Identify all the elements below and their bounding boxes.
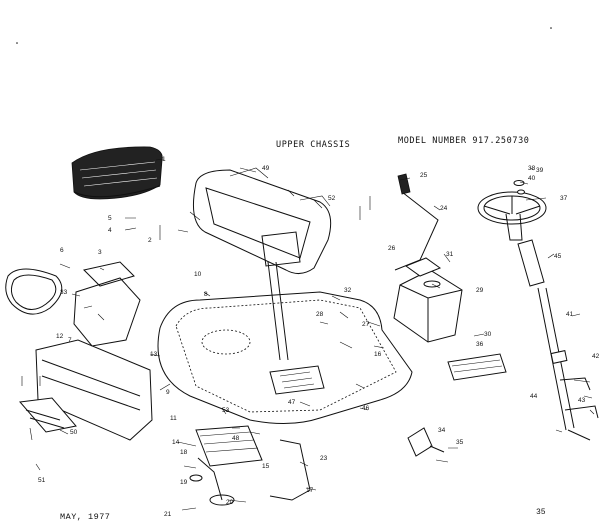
callout-45: 45: [554, 253, 562, 260]
callout-18: 18: [180, 449, 188, 456]
callout-48: 48: [232, 435, 240, 442]
callout-3: 3: [98, 249, 102, 256]
callout-4: 4: [108, 227, 112, 234]
callout-14: 14: [172, 439, 180, 446]
chassis-frame: [157, 291, 413, 425]
bracket: [407, 427, 445, 457]
callout-41: 41: [566, 311, 574, 318]
console-box: [393, 257, 463, 343]
drive-belt: [5, 268, 63, 315]
callout-38: 38: [528, 165, 536, 172]
steering-shaft: [261, 231, 301, 361]
pedal-assembly: [189, 439, 311, 506]
callout-44: 44: [530, 393, 538, 400]
callout-31: 31: [446, 251, 454, 258]
print-date: MAY, 1977: [60, 512, 111, 522]
callout-42: 42: [592, 353, 600, 360]
callout-9: 9: [166, 389, 170, 396]
seat: [71, 146, 163, 200]
dash-shroud: [193, 167, 332, 274]
callout-13: 13: [150, 351, 158, 358]
callout-8: 8: [204, 291, 208, 298]
callout-43: 43: [578, 397, 586, 404]
callout-16: 16: [374, 351, 382, 358]
callout-7: 7: [68, 337, 72, 344]
callout-12: 12: [56, 333, 64, 340]
callout-33: 33: [60, 289, 68, 296]
diagram-title: UPPER CHASSIS: [276, 140, 351, 150]
callout-52: 52: [328, 195, 336, 202]
page-number: 35: [536, 508, 546, 517]
callout-51: 51: [38, 477, 46, 484]
callout-36: 36: [476, 341, 484, 348]
callout-19: 19: [180, 479, 188, 486]
callout-32: 32: [344, 287, 352, 294]
model-number: MODEL NUMBER 917.250730: [398, 136, 530, 146]
callout-10: 10: [194, 271, 202, 278]
callout-labels: 1 2 3 4 5 6 7 8 9 10 11 12 13 14 15 16 1…: [38, 156, 600, 518]
callout-1: 1: [162, 156, 166, 163]
callout-37: 37: [560, 195, 568, 202]
callout-25: 25: [420, 172, 428, 179]
callout-35: 35: [456, 439, 464, 446]
callout-24: 24: [440, 205, 448, 212]
left-fender: [73, 261, 141, 347]
callout-20: 20: [226, 499, 234, 506]
callout-46: 46: [362, 405, 370, 412]
front-grille: [19, 339, 153, 441]
callout-27: 27: [362, 321, 370, 328]
callout-28: 28: [316, 311, 324, 318]
callout-39: 39: [536, 167, 544, 174]
callout-21: 21: [164, 511, 172, 518]
callout-15: 15: [262, 463, 270, 470]
callout-6: 6: [60, 247, 64, 254]
callout-5: 5: [108, 215, 112, 222]
callout-30: 30: [484, 331, 492, 338]
stray-mark: [550, 27, 552, 29]
foot-mat-right: [447, 353, 507, 381]
callout-40: 40: [528, 175, 536, 182]
callout-47: 47: [288, 399, 296, 406]
steering-wheel: [477, 180, 547, 241]
leader-lines: [21, 158, 595, 511]
lift-lever: [394, 173, 439, 271]
callout-50: 50: [70, 429, 78, 436]
callout-23: 23: [320, 455, 328, 462]
callout-26: 26: [388, 245, 396, 252]
callout-2: 2: [148, 237, 152, 244]
callout-49: 49: [262, 165, 270, 172]
stray-mark: [16, 42, 18, 44]
callout-11: 11: [170, 415, 177, 422]
foot-mat-left: [195, 425, 263, 467]
steering-column: [517, 239, 599, 441]
callout-29: 29: [476, 287, 484, 294]
callout-17: 17: [306, 487, 314, 494]
callout-34: 34: [438, 427, 446, 434]
callout-53: 53: [222, 407, 230, 414]
